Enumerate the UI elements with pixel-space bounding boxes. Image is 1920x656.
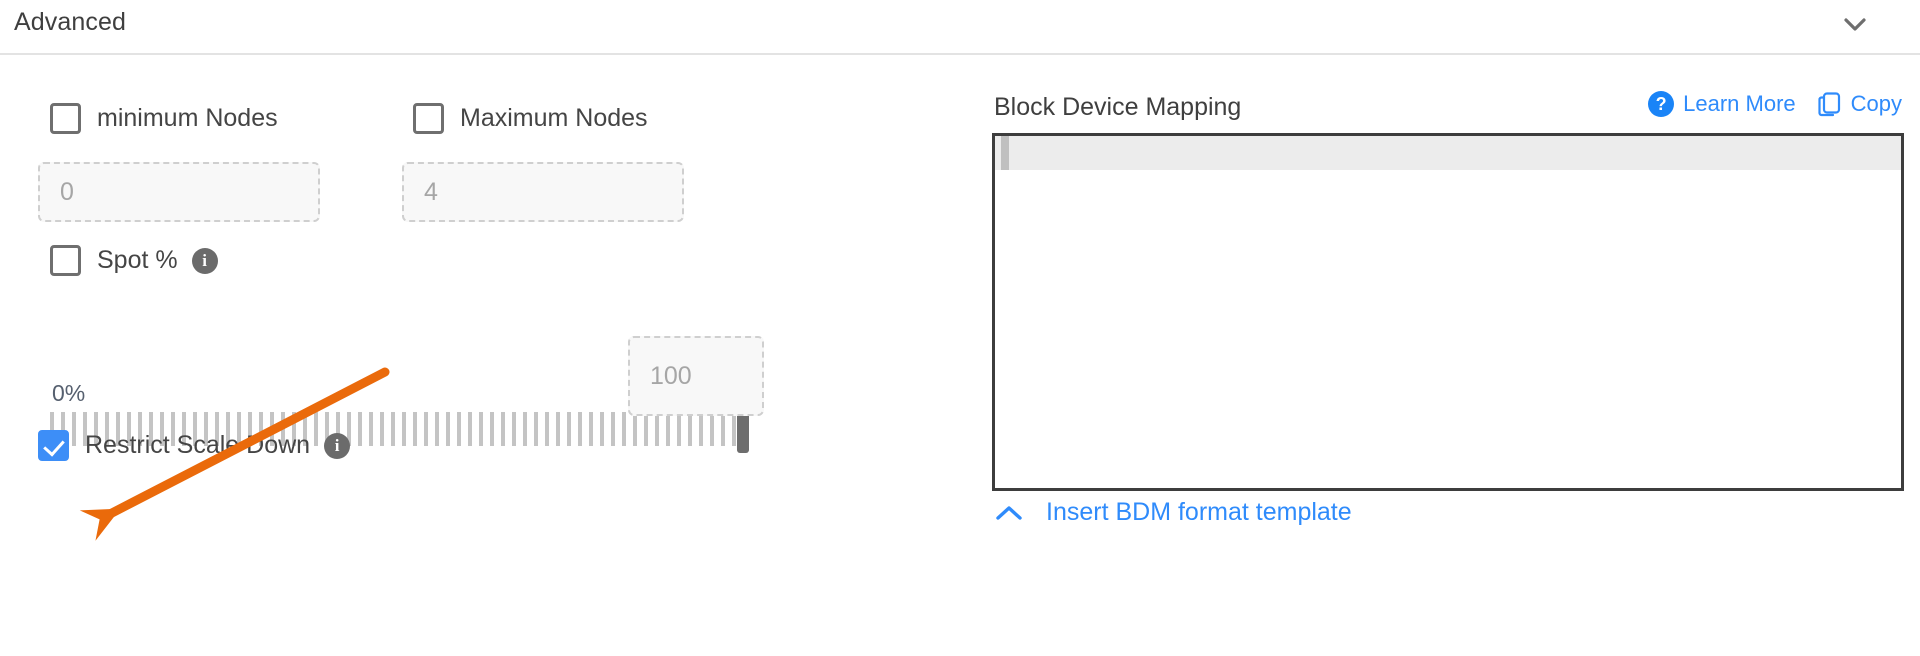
learn-more-link[interactable]: ? Learn More [1648,91,1796,117]
block-device-mapping-panel: Block Device Mapping ? Learn More Copy I… [992,55,1920,656]
question-circle-icon: ? [1648,91,1675,117]
copy-button[interactable]: Copy [1818,91,1902,117]
insert-bdm-template-link[interactable]: Insert BDM format template [994,498,1352,527]
chevron-up-icon [996,505,1022,520]
spot-percent-label: Spot % [97,246,178,274]
advanced-section-header: Advanced [0,0,1920,55]
page-title: Advanced [14,8,126,36]
minimum-nodes-row: minimum Nodes [50,103,278,134]
copy-label: Copy [1850,91,1902,116]
spot-percent-info-icon[interactable]: i [191,247,218,274]
minimum-nodes-input[interactable]: 0 [38,162,320,222]
restrict-scale-down-info-icon[interactable]: i [324,432,351,459]
minimum-nodes-label: minimum Nodes [97,104,278,132]
minimum-nodes-checkbox[interactable] [50,103,81,134]
block-device-mapping-actions: ? Learn More Copy [1648,91,1902,117]
insert-bdm-template-label: Insert BDM format template [1046,498,1352,526]
spot-percent-slider-thumb[interactable] [737,405,749,453]
maximum-nodes-checkbox[interactable] [413,103,444,134]
block-device-mapping-editor[interactable] [992,133,1904,491]
maximum-nodes-input[interactable]: 4 [402,162,684,222]
chevron-down-icon [1844,18,1866,31]
maximum-nodes-row: Maximum Nodes [413,103,648,134]
restrict-scale-down-checkbox[interactable] [38,430,69,461]
editor-gutter-marker [1001,136,1009,170]
spot-percent-checkbox[interactable] [50,245,81,276]
spot-percent-value-input[interactable]: 100 [628,336,764,416]
restrict-scale-down-label: Restrict Scale Down [85,431,311,459]
block-device-mapping-title: Block Device Mapping [994,93,1242,121]
maximum-nodes-label: Maximum Nodes [460,104,648,132]
learn-more-label: Learn More [1683,91,1796,116]
advanced-left-column: minimum Nodes 0 Maximum Nodes 4 Spot % i… [0,55,990,656]
restrict-scale-down-row: Restrict Scale Down i [38,430,351,461]
spot-percent-row: Spot % i [50,245,218,276]
slider-min-label: 0% [52,380,86,406]
copy-icon [1818,92,1840,117]
collapse-section-button[interactable] [1838,8,1872,42]
editor-active-line [995,136,1901,170]
